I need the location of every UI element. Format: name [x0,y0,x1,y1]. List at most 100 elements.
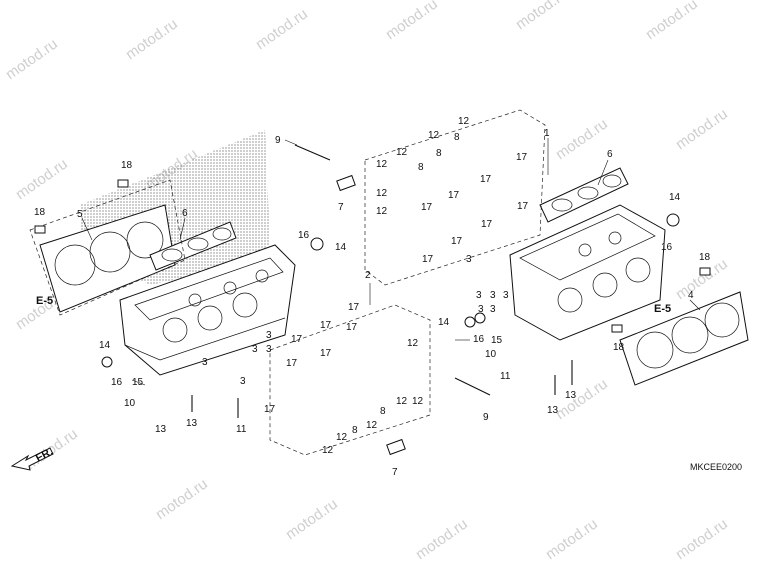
callout-17: 17 [320,348,332,359]
callout-8: 8 [352,425,358,436]
callout-17: 17 [516,152,528,163]
callout-8: 8 [418,162,424,173]
watermark-text: motod.ru [383,0,441,43]
watermark-text: motod.ru [643,0,701,43]
callout-3: 3 [490,304,496,315]
callout-17: 17 [481,219,493,230]
callout-17: 17 [286,358,298,369]
callout-17: 17 [422,254,434,265]
callout-17: 17 [451,236,463,247]
callout-3: 3 [466,254,472,265]
callout-12: 12 [396,396,408,407]
cylinder-head-gasket-left [39,204,176,313]
callout-12: 12 [428,130,440,141]
callout-9: 9 [483,412,489,423]
callout-13: 13 [565,390,577,401]
callout-12: 12 [396,147,408,158]
callout-17: 17 [264,404,276,415]
watermark-text: motod.ru [513,0,571,33]
cylinder-head-gasket-right [619,291,749,386]
callout-14: 14 [669,192,681,203]
callout-17: 17 [346,322,358,333]
watermark-text: motod.ru [3,35,61,83]
callout-17: 17 [517,201,529,212]
callout-12: 12 [322,445,334,456]
callout-3: 3 [252,344,258,355]
callout-3: 3 [240,376,246,387]
callout-18: 18 [34,207,46,218]
callout-12: 12 [407,338,419,349]
watermark-text: motod.ru [283,495,341,543]
watermark-text: motod.ru [23,425,81,473]
callout-13: 13 [547,405,559,416]
callout-12: 12 [336,432,348,443]
callout-8: 8 [454,132,460,143]
leader-lines [81,138,701,386]
callout-18: 18 [121,160,133,171]
callout-5: 5 [77,209,83,220]
callout-6: 6 [182,208,188,219]
callout-17: 17 [448,190,460,201]
callout-9: 9 [275,135,281,146]
watermark-text: motod.ru [553,115,611,163]
callout-8: 8 [380,406,386,417]
watermark-text: motod.ru [543,515,601,563]
callout-18: 18 [613,342,625,353]
callout-12: 12 [458,116,470,127]
front-direction-arrow [10,447,54,471]
callout-3: 3 [266,330,272,341]
callout-12: 12 [376,159,388,170]
group-outline-right [364,109,546,286]
callout-4: 4 [688,290,694,301]
watermark-text: motod.ru [673,105,731,153]
callout-17: 17 [320,320,332,331]
callout-12: 12 [376,206,388,217]
callout-17: 17 [421,202,433,213]
callout-3: 3 [503,290,509,301]
callout-15: 15 [132,377,144,388]
callout-13: 13 [155,424,167,435]
ref-tag-e5-right: E-5 [654,303,671,315]
callout-15: 15 [491,335,503,346]
callout-16: 16 [473,334,485,345]
callout-3: 3 [478,304,484,315]
watermark-text: motod.ru [253,5,311,53]
watermark-text: motod.ru [153,475,211,523]
manifold-gasket-right [539,167,629,223]
callout-16: 16 [298,230,310,241]
callout-18: 18 [699,252,711,263]
callout-12: 12 [412,396,424,407]
callout-11: 11 [236,424,247,435]
diagram-code: MKCEE0200 [690,462,742,472]
gasket-outline-left [29,179,186,316]
manifold-gasket-left [149,221,237,271]
callout-7: 7 [338,202,344,213]
callout-17: 17 [291,334,303,345]
callout-11: 11 [500,371,511,382]
callout-3: 3 [490,290,496,301]
callout-8: 8 [436,148,442,159]
callout-6: 6 [607,149,613,160]
watermark-text: motod.ru [553,375,611,423]
callout-14: 14 [438,317,450,328]
callout-3: 3 [266,344,272,355]
callout-2: 2 [365,270,371,281]
callout-10: 10 [124,398,136,409]
callout-16: 16 [111,377,123,388]
watermark-text: motod.ru [413,515,471,563]
cylinder-head-right [509,204,666,341]
callout-14: 14 [99,340,111,351]
cylinder-head-left [119,244,296,376]
callout-16: 16 [661,242,673,253]
callout-12: 12 [366,420,378,431]
watermark-text: motod.ru [673,515,731,563]
callout-10: 10 [485,349,497,360]
ref-tag-e5-left: E-5 [36,295,53,307]
watermark-text: motod.ru [13,155,71,203]
callout-1: 1 [544,128,550,139]
callout-17: 17 [348,302,360,313]
callout-14: 14 [335,242,347,253]
callout-12: 12 [376,188,388,199]
